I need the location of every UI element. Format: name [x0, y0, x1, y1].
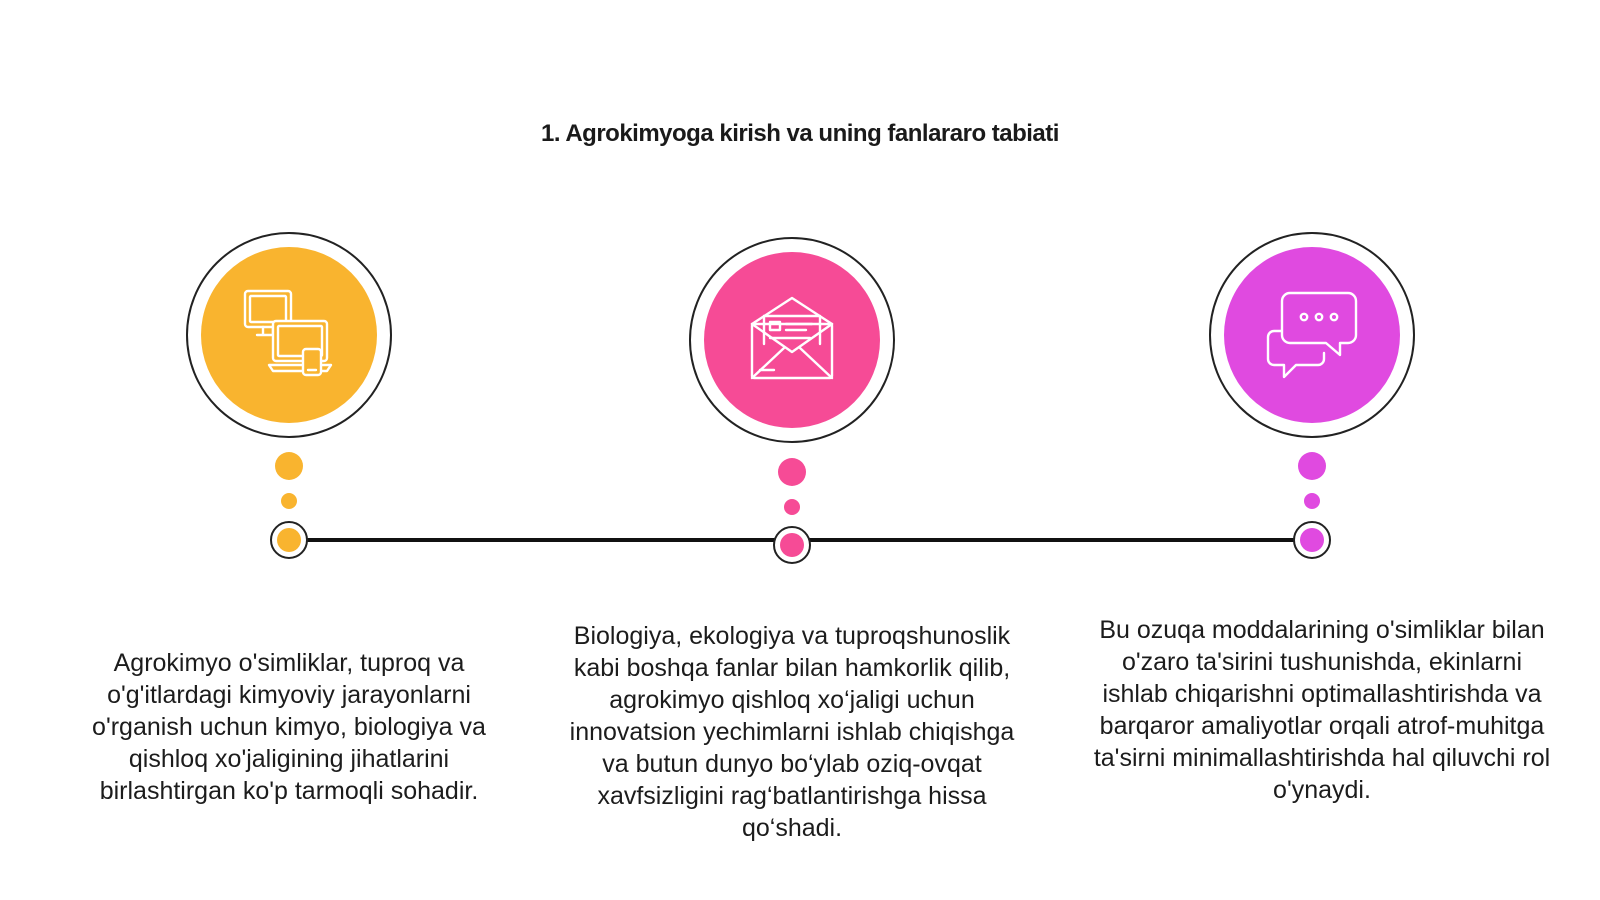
connector-dot-large	[778, 458, 806, 486]
timeline-node-fill	[277, 528, 301, 552]
timeline-node-fill	[780, 533, 804, 557]
icon-ring	[186, 232, 392, 438]
connector-dot-small	[1304, 493, 1320, 509]
connector-dot-small	[784, 499, 800, 515]
timeline-node-fill	[1300, 528, 1324, 552]
chat-bubbles-icon	[1264, 287, 1360, 383]
connector-dot-large	[1298, 452, 1326, 480]
icon-disc	[704, 252, 880, 428]
step-description: Biologiya, ekologiya va tuproqshunoslik …	[569, 622, 1015, 842]
devices-icon	[241, 287, 337, 383]
page-title: 1. Agrokimyoga kirish va uning fanlararo…	[541, 120, 1059, 147]
icon-disc	[201, 247, 377, 423]
timeline-node	[773, 526, 811, 564]
timeline-node	[1293, 521, 1331, 559]
step-description: Bu ozuqa moddalarining o'simliklar bilan…	[1093, 616, 1551, 804]
icon-ring	[689, 237, 895, 443]
icon-ring	[1209, 232, 1415, 438]
icon-disc	[1224, 247, 1400, 423]
connector-dot-large	[275, 452, 303, 480]
connector-dot-small	[281, 493, 297, 509]
timeline-node	[270, 521, 308, 559]
step-description: Agrokimyo o'simliklar, tuproq va o'g'itl…	[92, 649, 486, 805]
envelope-icon	[746, 294, 838, 386]
